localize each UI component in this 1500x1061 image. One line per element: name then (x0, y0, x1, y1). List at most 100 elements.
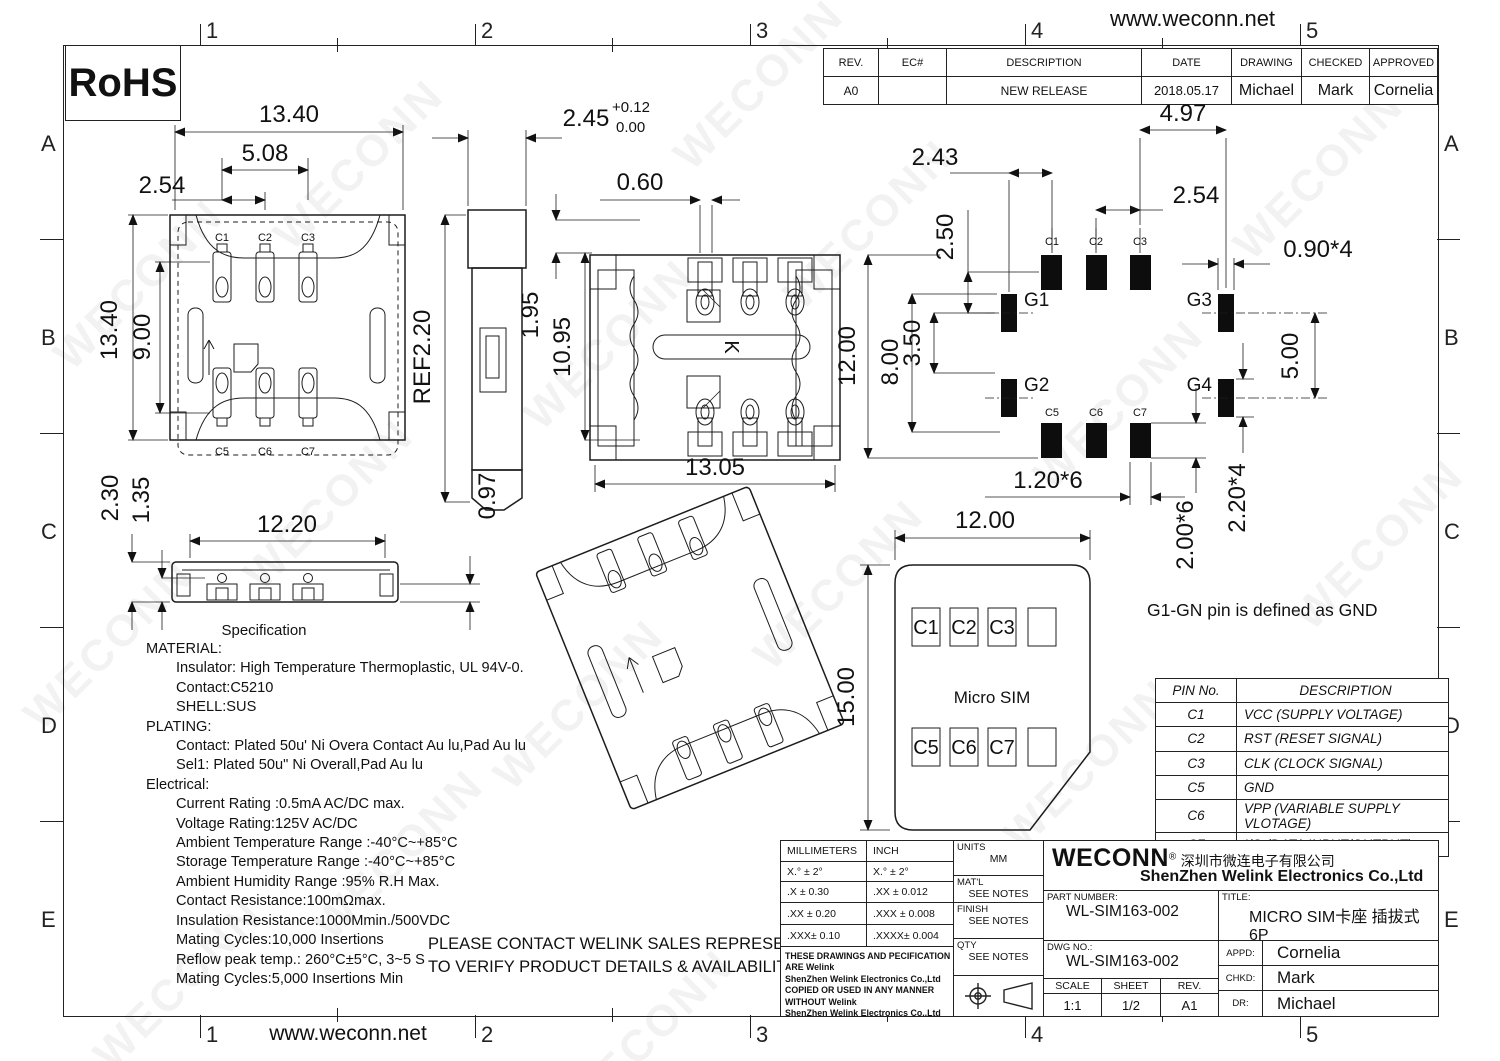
dwg-no-label: DWG NO.: (1047, 942, 1093, 953)
finish-value: SEE NOTES (968, 915, 1029, 927)
dim-tol-plus: +0.12 (612, 99, 650, 116)
zone-row-label: A (1444, 131, 1459, 156)
dim-gap: 0.60 (617, 169, 664, 196)
dim-card-width: 12.00 (955, 507, 1015, 534)
sheet-value: 1/2 (1102, 994, 1161, 1016)
company-name-en: ShenZhen Welink Electronics Co.,Ltd (1140, 868, 1424, 885)
pin-label: C6 (258, 446, 272, 458)
side-view-drawing: REF2.20 2.45 +0.12 0.00 (409, 99, 650, 511)
pin-label: C7 (301, 446, 315, 458)
rev-value: A0 (823, 76, 879, 105)
approved-header: APPROVED (1369, 48, 1438, 77)
sheet-label: SHEET (1102, 979, 1161, 994)
gnd-note: G1-GN pin is defined as GND (1147, 600, 1378, 620)
chkd-value: Mark (1263, 966, 1438, 991)
pin-no: C3 (1155, 750, 1237, 776)
dim-c-pad-width: 1.20*6 (1013, 467, 1082, 494)
appd-label: APPD: (1219, 941, 1263, 966)
zone-row-label: B (1444, 325, 1459, 350)
sim-card-drawing: C1 C2 C3 C5 C6 C7 Micro SIM 12.00 15.00 (833, 507, 1091, 831)
zone-row-label: E (1444, 907, 1459, 932)
pin-desc: VPP (VARIABLE SUPPLY VLOTAGE) (1236, 798, 1449, 833)
drawing-value: Michael (1231, 76, 1302, 105)
zone-column-label: 4 (1031, 18, 1044, 43)
title-value: MICRO SIM卡座 插拔式 6P (1249, 909, 1420, 941)
units-label: UNITS (957, 842, 986, 853)
spec-line: Insulator: High Temperature Thermoplasti… (176, 660, 524, 677)
dim-g-offset: 3.50 (899, 320, 926, 367)
gnd-pad-label: G1 (1024, 290, 1049, 311)
tolerance-inch-row: X.° ± 2° (867, 862, 954, 882)
spec-line: Insulation Resistance:1000Mmin./500VDC (176, 912, 451, 929)
matl-label: MAT'L (957, 877, 984, 888)
pin-desc: GND (1236, 774, 1449, 800)
isometric-view-drawing (535, 486, 845, 810)
registered-mark: ® (1168, 851, 1177, 863)
top-view-drawing: C1 C2 C3 C5 C6 C7 13.40 5.08 2.54 13.40 … (96, 101, 406, 458)
zone-column-label: 4 (1031, 1022, 1044, 1047)
dim-thickness: 2.45 (563, 105, 610, 132)
checked-value: Mark (1301, 76, 1370, 105)
pad-layout-drawing: C1 C2 C3 C5 C6 C7 G1 G2 G3 G4 2.43 2.50 … (834, 100, 1353, 570)
scale-label: SCALE (1044, 979, 1102, 994)
zone-column-label: 1 (206, 1022, 219, 1047)
dim-card-height: 15.00 (833, 667, 860, 727)
zone-row-label: D (41, 713, 57, 738)
sim-card-label: Micro SIM (954, 688, 1031, 707)
rohs-label: RoHS (68, 60, 178, 105)
pin-label: C6 (1089, 407, 1103, 419)
qty-label: QTY (957, 940, 977, 951)
units-value: MM (989, 853, 1008, 865)
dim-window: 10.95 (549, 317, 576, 377)
tolerance-mm-row: .XXX± 0.10 (781, 925, 867, 947)
tolerance-inch-row: .XXX ± 0.008 (867, 903, 954, 925)
dim-width: 12.20 (257, 511, 317, 538)
qty-value: SEE NOTES (968, 951, 1029, 963)
spec-line: Contact Resistance:100mΩmax. (176, 893, 386, 910)
finish-label: FINISH (957, 904, 989, 915)
matl-value: SEE NOTES (968, 888, 1029, 900)
part-number-value: WL-SIM163-002 (1066, 903, 1179, 920)
tolerance-inch-row: .XXXX± 0.004 (867, 925, 954, 947)
dim-row-offset: 8.00 (877, 339, 904, 386)
dim-width: 13.05 (685, 454, 745, 481)
dim-tol-minus: 0.00 (616, 119, 645, 136)
dim-lead: 1.95 (517, 292, 544, 339)
specification-caption: Specification (221, 622, 307, 639)
dim-g-pad-width: 0.90*4 (1283, 236, 1352, 263)
checked-header: CHECKED (1301, 48, 1370, 77)
pin-label: C3 (989, 617, 1015, 639)
dim-ref-width: REF2.20 (409, 310, 436, 405)
pin-label: C5 (913, 737, 939, 759)
pin-no: C6 (1155, 798, 1237, 833)
spec-line: MATERIAL: (146, 641, 222, 657)
pin-no: C1 (1155, 702, 1237, 728)
legal-text: THESE DRAWINGS AND PECIFICATION ARE Weli… (785, 951, 951, 1016)
rev-value: A1 (1161, 994, 1219, 1016)
dim-pitch: 2.54 (139, 172, 186, 199)
gnd-pad-label: G3 (1187, 290, 1212, 311)
scale-value: 1:1 (1044, 994, 1102, 1016)
dim-contact-span: 9.00 (129, 314, 156, 361)
pin-label: C6 (951, 737, 977, 759)
pin-label: C7 (989, 737, 1015, 759)
pin-label: C1 (215, 232, 229, 244)
spec-line: PLATING: (146, 718, 212, 735)
pin-desc: RST (RESET SIGNAL) (1236, 726, 1449, 752)
contact-note-line: PLEASE CONTACT WELINK SALES REPRESENTATI… (428, 935, 852, 953)
gnd-pad-label: G2 (1024, 375, 1049, 396)
rohs-badge: RoHS (65, 45, 181, 121)
pin-label: C7 (1133, 407, 1147, 419)
front-view-drawing: 12.20 2.30 1.35 0.97 (97, 473, 501, 630)
dim-c3-to-g3: 4.97 (1160, 100, 1207, 127)
dim-height: 2.30 (97, 475, 124, 522)
dwg-no-value: WL-SIM163-002 (1066, 953, 1179, 970)
tolerance-mm-row: .XX ± 0.20 (781, 903, 867, 925)
pin-no-header: PIN No. (1155, 677, 1237, 704)
tolerance-inch-header: INCH (867, 841, 954, 862)
approved-value: Cornelia (1369, 76, 1438, 105)
spec-line: Storage Temperature Range :-40°C~+85°C (176, 854, 456, 871)
zone-row-label: B (41, 325, 56, 350)
spec-line: Ambient Humidity Range :95% R.H Max. (176, 873, 440, 890)
